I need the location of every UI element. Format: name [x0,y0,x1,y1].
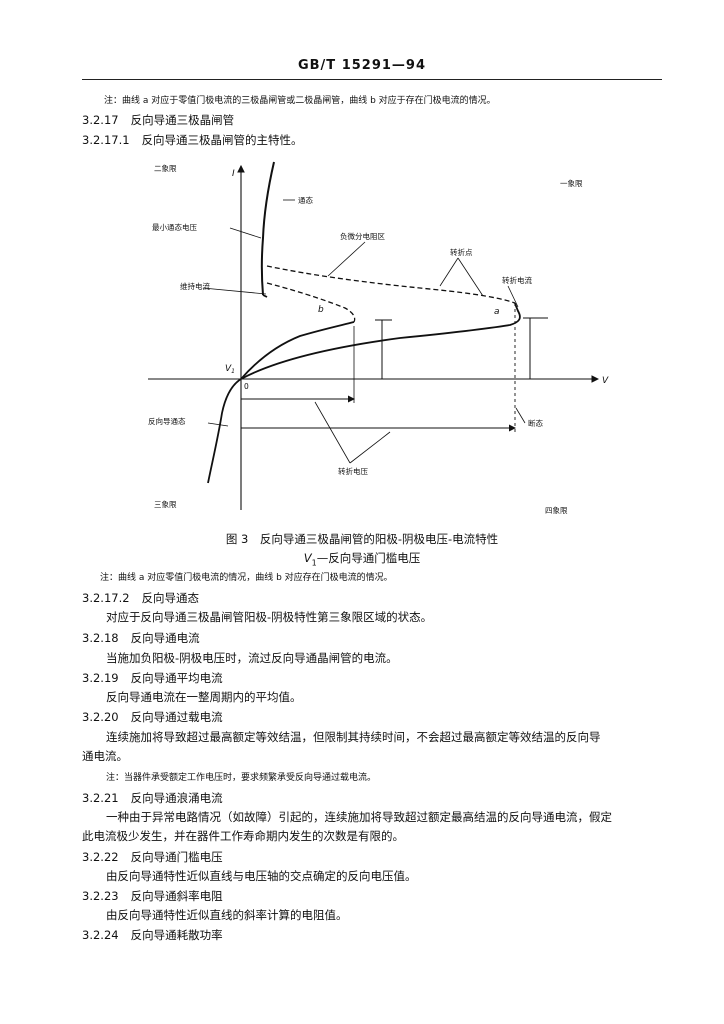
curve-label-a: a [494,307,500,317]
label-breakover-voltage: 转折电压 [338,466,368,476]
section-title: 反向导通三极晶闸管的主特性。 [141,133,303,147]
paragraph: 反向导通电流在一整周期内的平均值。 [106,690,302,704]
paragraph-continued: 通电流。 [82,749,128,763]
section-3-2-18: 3.2.18 反向导通电流 [82,631,200,646]
section-number: 3.2.24 [82,928,119,942]
caption-definition: —反向导通门槛电压 [316,551,421,565]
section-title: 反向导通平均电流 [130,671,223,685]
label-reverse-conduction: 反向导通态 [148,416,186,426]
quadrant-1-label: 一象限 [560,178,583,188]
section-title: 反向导通门槛电压 [130,850,223,864]
section-number: 3.2.22 [82,850,119,864]
curve-b-solid [240,321,355,380]
label-breakover-current: 转折电流 [502,275,532,285]
section-3-2-24: 3.2.24 反向导通耗散功率 [82,928,223,943]
note-figure: 注：曲线 a 对应零值门极电流的情况，曲线 b 对应存在门极电流的情况。 [100,573,393,583]
section-number: 3.2.23 [82,889,119,903]
section-title: 反向导通态 [141,591,200,605]
section-title: 反向导通浪涌电流 [130,791,223,805]
section-3-2-23: 3.2.23 反向导通斜率电阻 [82,889,223,904]
header-rule [82,79,662,80]
note-top: 注：曲线 a 对应于零值门极电流的三极晶闸管或二极晶闸管，曲线 b 对应于存在门… [104,96,496,106]
paragraph: 当施加负阳极-阴极电压时，流过反向导通晶闸管的电流。 [106,651,398,665]
symbol-subscript: 1 [311,558,317,568]
section-3-2-22: 3.2.22 反向导通门槛电压 [82,850,223,865]
paragraph: 由反向导通特性近似直线与电压轴的交点确定的反向电压值。 [106,869,417,883]
section-title: 反向导通耗散功率 [130,928,223,942]
standard-number-header: GB/T 15291—94 [297,58,427,73]
section-3-2-20: 3.2.20 反向导通过载电流 [82,710,223,725]
figure-3-diagram: I V 0 二象限 一象限 三象限 四象限 通态 最小通态电压 负微分电阻区 转… [148,161,609,515]
section-3-2-19: 3.2.19 反向导通平均电流 [82,671,223,686]
note-section-3-2-20: 注：当器件承受额定工作电压时，要求频繁承受反向导通过载电流。 [106,773,377,783]
label-holding-current: 维持电流 [180,281,210,291]
symbol-v: V [303,551,312,565]
curve-label-b: b [318,305,324,315]
section-3-2-17-1: 3.2.17.1 反向导通三极晶闸管的主特性。 [82,133,303,148]
paragraph: 一种由于异常电路情况（如故障）引起的，连续施加将导致超过额定最高结温的反向导通电… [106,810,612,824]
label-breakover-point: 转折点 [450,247,473,257]
on-state-curve [260,161,275,296]
section-title: 反向导通三极晶闸管 [130,113,235,127]
curve-a-solid [240,302,521,380]
reverse-conduction-curve [207,378,242,484]
figure-caption-symbol: V1—反向导通门槛电压 [0,550,724,571]
label-on-state: 通态 [298,195,313,205]
holding-dip [262,294,268,298]
paragraph-continued: 此电流极少发生，并在器件工作寿命期内发生的次数是有限的。 [82,829,404,843]
section-number: 3.2.17.2 [82,591,130,605]
curve-a-dashed [266,265,516,304]
section-number: 3.2.18 [82,631,119,645]
paragraph: 对应于反向导通三极晶闸管阳极-阴极特性第三象限区域的状态。 [106,610,433,624]
quadrant-2-label: 二象限 [154,163,177,173]
origin-label: 0 [244,382,249,391]
section-title: 反向导通过载电流 [130,710,223,724]
label-off-state: 断态 [528,418,543,428]
section-title: 反向导通斜率电阻 [130,889,223,903]
label-negative-resistance: 负微分电阻区 [340,231,385,241]
label-min-on-voltage: 最小通态电压 [152,222,197,232]
section-number: 3.2.21 [82,791,119,805]
paragraph: 连续施加将导致超过最高额定等效结温，但限制其持续时间，不会超过最高额定等效结温的… [106,730,601,744]
v1-label: V1 [225,364,235,375]
curve-b-dashed [266,282,356,323]
section-number: 3.2.19 [82,671,119,685]
quadrant-4-label: 四象限 [545,505,568,515]
section-number: 3.2.17 [82,113,119,127]
section-title: 反向导通电流 [130,631,200,645]
section-3-2-17-2: 3.2.17.2 反向导通态 [82,591,199,606]
figure-caption: 图 3 反向导通三极晶闸管的阳极-阴极电压-电流特性 [225,532,499,546]
section-3-2-17: 3.2.17 反向导通三极晶闸管 [82,113,234,128]
paragraph: 由反向导通特性近似直线的斜率计算的电阻值。 [106,908,348,922]
axis-label-v: V [602,376,609,386]
axis-label-i: I [232,169,235,179]
quadrant-3-label: 三象限 [154,499,177,509]
section-number: 3.2.17.1 [82,133,130,147]
section-number: 3.2.20 [82,710,119,724]
section-3-2-21: 3.2.21 反向导通浪涌电流 [82,791,223,806]
